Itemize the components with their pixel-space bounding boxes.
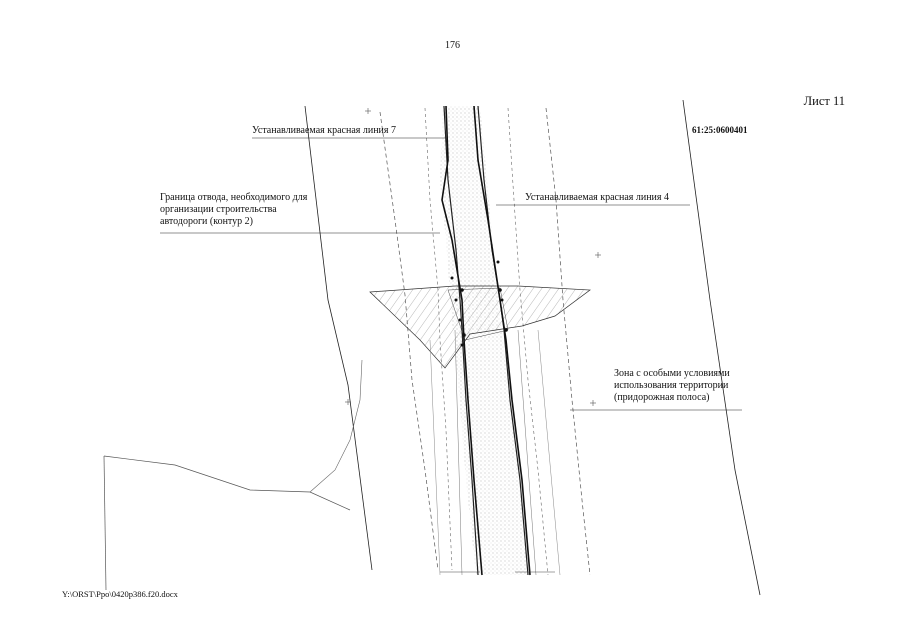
zone-line-right [545, 107, 591, 576]
outer-boundary-left [304, 105, 373, 571]
corridor-line [429, 339, 441, 576]
crossing-inner [447, 287, 509, 341]
label-boundary-line: организации строительства [160, 204, 277, 215]
corridor-line [537, 329, 561, 576]
terrain-contour [103, 455, 107, 591]
label-zone-line: использования территории [614, 380, 729, 391]
label-red-line-7: Устанавливаемая красная линия 7 [252, 125, 397, 136]
cadastral-number: 61:25:0600401 [692, 125, 748, 135]
crossing-area [369, 285, 591, 369]
label-boundary-line: автодороги (контур 2) [160, 216, 254, 227]
zone-line-inner-right [507, 107, 549, 576]
label-red-line-4: Устанавливаемая красная линия 4 [525, 192, 670, 203]
label-zone-line: (придорожная полоса) [614, 392, 710, 403]
red-line-7-path [441, 105, 483, 576]
red-line-4-path [473, 105, 531, 576]
page-number: 176 [445, 40, 460, 51]
label-boundary-line: Граница отвода, необходимого для [160, 192, 308, 203]
point-markers [450, 260, 508, 347]
outer-boundary-right [682, 99, 761, 596]
label-zone: Зона с особыми условиями использования т… [614, 368, 730, 404]
terrain-contour-3 [309, 359, 363, 493]
zone-line-left [379, 111, 439, 571]
sheet-label: Лист 11 [803, 94, 845, 108]
label-zone-line: Зона с особыми условиями [614, 368, 730, 379]
survey-crosses [345, 108, 601, 406]
footer-file-path: Y:\ORST\Ppo\0420p386.f20.docx [62, 589, 178, 599]
road-corridor [440, 106, 530, 575]
label-boundary: Граница отвода, необходимого для организ… [160, 192, 307, 228]
corridor-line [517, 329, 537, 576]
terrain-contour-2 [103, 455, 351, 511]
road-edge-left [443, 105, 479, 576]
corridor-line [454, 329, 463, 576]
